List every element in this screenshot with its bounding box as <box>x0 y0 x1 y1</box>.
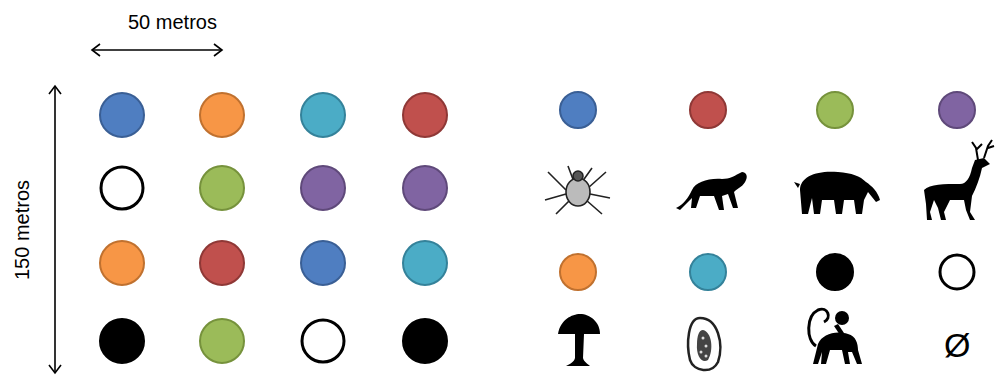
plot-point <box>301 241 345 285</box>
plot-point <box>403 241 447 285</box>
plot-point <box>301 93 345 137</box>
mushroom-icon <box>558 314 600 366</box>
plot-point <box>100 319 144 363</box>
dimension-label: 150 metros <box>12 180 32 280</box>
plot-point <box>403 319 447 363</box>
monkey-icon <box>809 309 862 364</box>
plot-point <box>100 93 144 137</box>
plot-point <box>200 241 244 285</box>
tapir-icon <box>794 172 880 214</box>
key-circle <box>690 254 726 290</box>
key-circle <box>940 255 974 289</box>
plot-point <box>200 166 244 210</box>
dimension-label: 50 metros <box>128 12 217 32</box>
plot-point <box>403 166 447 210</box>
papaya-icon <box>688 318 720 370</box>
plot-point <box>100 241 144 285</box>
key-circle <box>560 254 596 290</box>
plot-point <box>302 320 344 362</box>
key-circle <box>690 92 726 128</box>
key-circle <box>560 92 596 128</box>
plot-point <box>200 319 244 363</box>
dimension-arrows <box>49 44 222 373</box>
plot-point <box>101 167 143 209</box>
plot-point <box>403 93 447 137</box>
key-circle <box>817 92 853 128</box>
plot-point <box>301 166 345 210</box>
width-arrow <box>92 49 222 51</box>
plot-grid <box>100 93 447 363</box>
plot-point <box>200 93 244 137</box>
insect-icon <box>545 166 610 214</box>
deer-icon <box>924 140 994 220</box>
jaguar-icon <box>676 172 747 210</box>
key-circle <box>817 254 853 290</box>
height-arrow <box>54 86 56 373</box>
key-circle <box>939 92 975 128</box>
empty-symbol: Ø <box>944 328 970 362</box>
key-circles <box>560 92 975 290</box>
